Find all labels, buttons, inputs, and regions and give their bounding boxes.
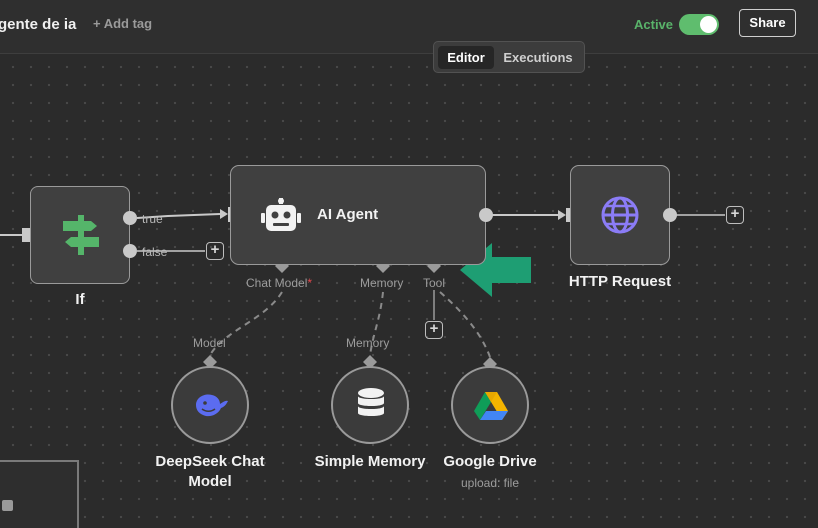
edge-memory bbox=[369, 291, 384, 356]
deepseek-title-line1: DeepSeek Chat bbox=[155, 453, 265, 470]
memory-connector-label: Memory bbox=[346, 336, 390, 350]
edge-if-true-agent bbox=[136, 213, 221, 219]
globe-icon bbox=[600, 195, 640, 240]
if-false-label: false bbox=[142, 245, 168, 259]
top-bar: gente de ia + Add tag Active Share bbox=[0, 0, 818, 54]
http-add-button[interactable]: + bbox=[726, 206, 744, 224]
deepseek-title-line2: Model bbox=[188, 473, 232, 490]
google-drive-node[interactable] bbox=[451, 366, 529, 444]
tab-editor[interactable]: Editor bbox=[438, 46, 494, 69]
http-request-node[interactable] bbox=[570, 165, 670, 265]
chat-model-text: Chat Model bbox=[246, 276, 308, 290]
active-toggle[interactable] bbox=[679, 14, 719, 35]
view-tabs: Editor Executions bbox=[433, 41, 585, 73]
memory-input-label: Memory bbox=[360, 276, 404, 290]
google-drive-subtitle: upload: file bbox=[460, 476, 520, 490]
http-input-handle bbox=[566, 208, 572, 222]
deepseek-whale-icon bbox=[193, 391, 229, 424]
if-true-handle[interactable] bbox=[123, 211, 137, 225]
active-label: Active bbox=[634, 17, 674, 32]
edge-arrowhead bbox=[220, 209, 228, 219]
model-diamond bbox=[203, 355, 217, 369]
http-request-title: HTTP Request bbox=[568, 273, 672, 290]
tool-input-label: Tool bbox=[423, 276, 446, 290]
if-node[interactable] bbox=[30, 186, 130, 284]
add-tool-button[interactable]: + bbox=[425, 321, 443, 339]
if-input-handle bbox=[22, 228, 30, 242]
if-node-title: If bbox=[75, 291, 85, 308]
if-true-label: true bbox=[142, 212, 163, 226]
toggle-knob bbox=[700, 16, 717, 33]
required-mark: * bbox=[307, 276, 313, 290]
robot-icon bbox=[261, 198, 301, 239]
ai-agent-node[interactable]: AI Agent bbox=[230, 165, 486, 265]
workflow-name[interactable]: gente de ia bbox=[0, 16, 77, 33]
partial-sticky-node[interactable] bbox=[0, 460, 79, 528]
edge-tool-drive bbox=[439, 291, 491, 358]
add-tag-button[interactable]: + Add tag bbox=[93, 16, 153, 31]
model-connector-label: Model bbox=[193, 336, 226, 350]
chat-model-label: Chat Model* bbox=[246, 276, 312, 290]
simple-memory-title: Simple Memory bbox=[314, 453, 426, 470]
if-false-add-button[interactable]: + bbox=[206, 242, 224, 260]
google-drive-icon bbox=[474, 392, 508, 425]
memory-diamond bbox=[363, 355, 377, 369]
signpost-icon bbox=[61, 215, 101, 260]
ai-agent-output-handle[interactable] bbox=[479, 208, 493, 222]
if-false-handle[interactable] bbox=[123, 244, 137, 258]
share-button[interactable]: Share bbox=[739, 9, 796, 37]
http-output-handle[interactable] bbox=[663, 208, 677, 222]
tab-executions[interactable]: Executions bbox=[503, 50, 573, 65]
edge-arrowhead bbox=[558, 210, 566, 220]
deepseek-title: DeepSeek Chat Model bbox=[140, 452, 280, 492]
panel-square-icon bbox=[2, 500, 13, 511]
simple-memory-node[interactable] bbox=[331, 366, 409, 444]
deepseek-chat-model-node[interactable] bbox=[171, 366, 249, 444]
database-icon bbox=[357, 388, 385, 427]
google-drive-title: Google Drive bbox=[443, 453, 537, 470]
ai-agent-title: AI Agent bbox=[317, 206, 379, 223]
edge-model bbox=[209, 291, 283, 356]
